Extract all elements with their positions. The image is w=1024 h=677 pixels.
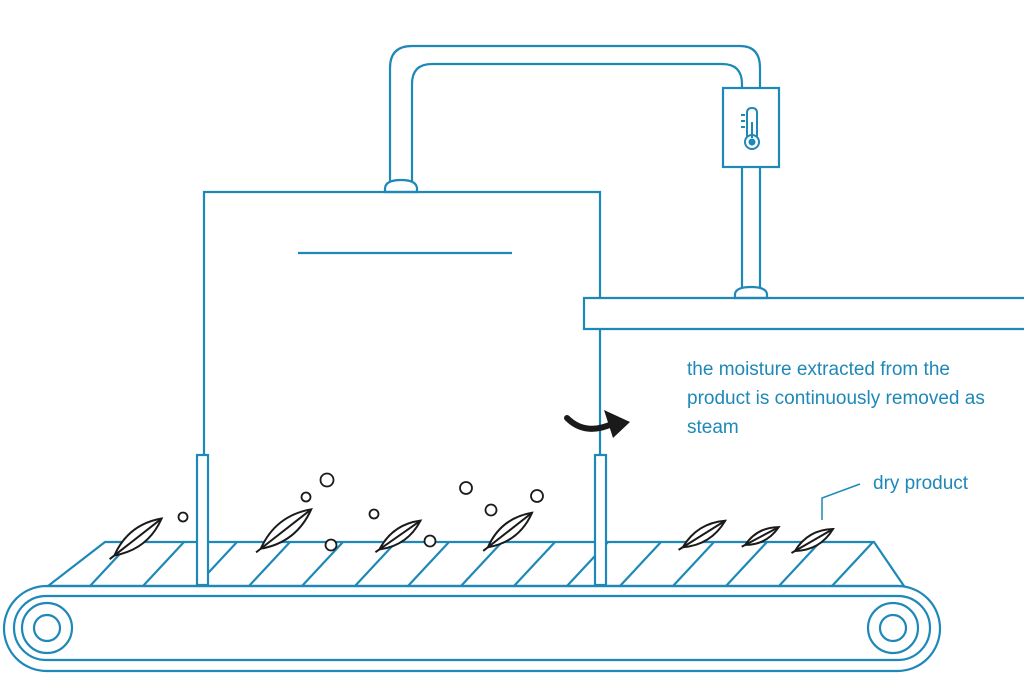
- note-line: steam: [687, 417, 739, 438]
- curved-arrow-icon: [564, 410, 630, 438]
- bubble: [484, 503, 498, 517]
- dry-product-leader: [821, 483, 861, 520]
- bubble: [300, 491, 312, 503]
- conveyor-belt-loop: [2, 584, 942, 673]
- sensor-downpipe: [733, 167, 769, 300]
- bubble: [324, 538, 338, 552]
- wet-leaf: [109, 517, 164, 560]
- leaves: [109, 507, 835, 560]
- wet-leaf: [482, 511, 534, 552]
- conveyor-belt-surface: [44, 540, 907, 588]
- bubble: [423, 534, 437, 548]
- dry-leaf: [741, 526, 781, 548]
- wet-leaf: [374, 519, 423, 554]
- drying-chamber: [202, 190, 602, 455]
- steam-removal-note: the moisture extracted from the product …: [687, 355, 985, 442]
- horizontal-duct: [582, 296, 1024, 331]
- steam-pipe: [383, 44, 762, 194]
- bubble: [177, 511, 189, 523]
- note-line: the moisture extracted from the: [687, 359, 950, 380]
- wet-leaf: [255, 507, 313, 554]
- left-roller: [20, 601, 74, 655]
- bubble: [459, 481, 473, 495]
- note-line: product is continuously removed as: [687, 388, 985, 409]
- thermometer-icon: [741, 106, 760, 150]
- bubble: [319, 472, 335, 488]
- bubble: [530, 489, 544, 503]
- bubble: [368, 508, 380, 520]
- chamber-posts: [195, 453, 608, 587]
- temperature-sensor: [721, 86, 781, 169]
- dry-leaf: [790, 527, 835, 554]
- belt-stripes: [89, 541, 874, 587]
- right-roller: [866, 601, 920, 655]
- dry-product-label: dry product: [873, 473, 969, 494]
- dry-leaf: [678, 519, 728, 551]
- moisture-bubbles: [177, 472, 544, 552]
